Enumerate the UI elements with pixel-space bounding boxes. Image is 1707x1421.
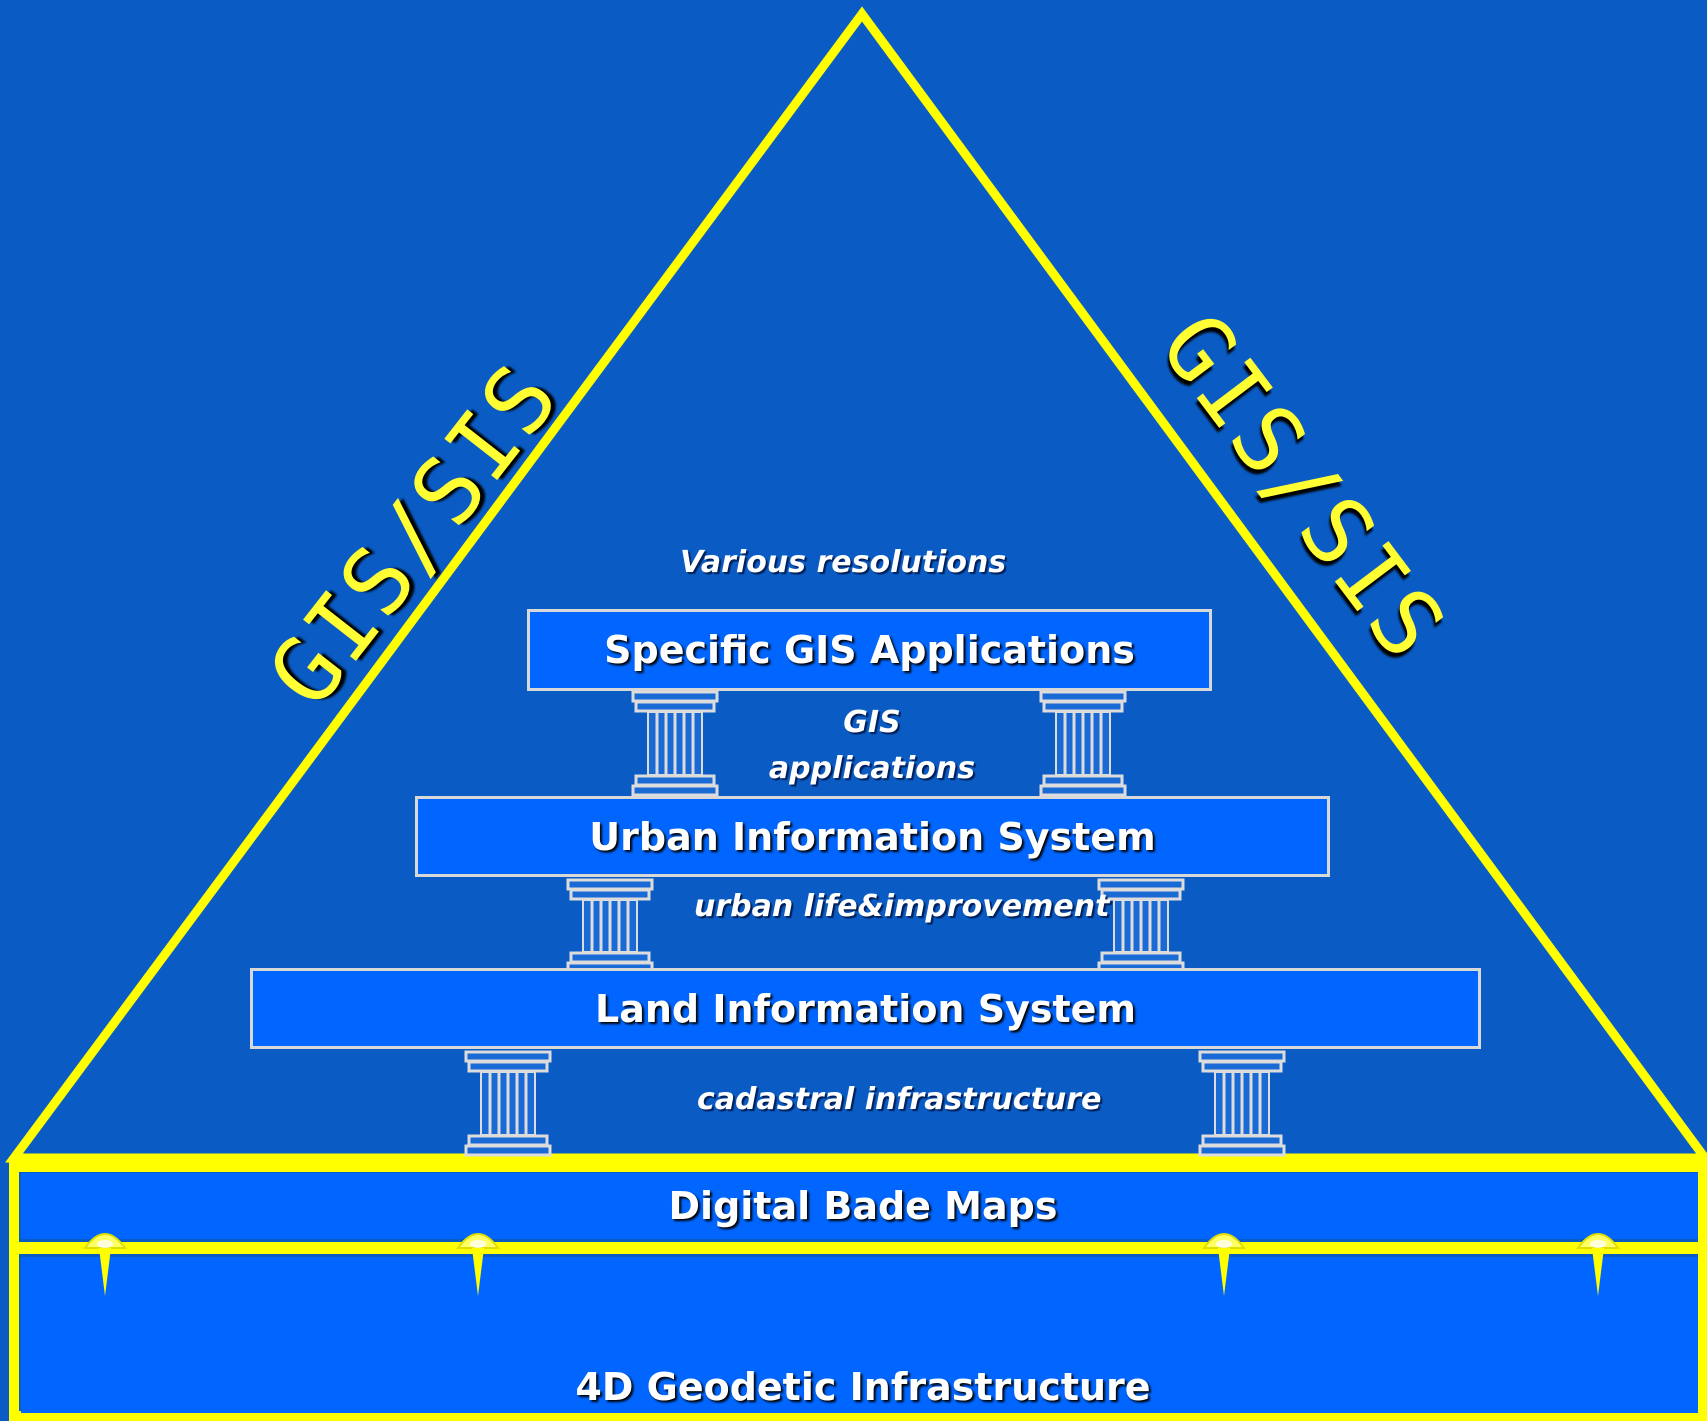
geodetic-infrastructure-label: 4D Geodetic Infrastructure: [575, 1365, 1151, 1409]
digital-base-maps-label: Digital Bade Maps: [668, 1184, 1058, 1228]
gis-applications-note: GIS applications: [760, 700, 984, 792]
pillar-layer: [464, 690, 1286, 1157]
digital-base-maps-layer: Digital Bade Maps: [21, 1173, 1705, 1239]
land-information-system-layer: Land Information System: [250, 968, 1481, 1049]
pillar-icon: [1198, 1050, 1286, 1157]
pyramid-outline: [5, 6, 1707, 1163]
land-information-system-label: Land Information System: [594, 986, 1137, 1031]
specific-gis-applications-layer: Specific GIS Applications: [527, 609, 1212, 691]
urban-information-system-layer: Urban Information System: [415, 796, 1330, 877]
urban-life-note: urban life&improvement: [694, 889, 1110, 924]
pillar-icon: [1097, 878, 1185, 974]
pillar-icon: [631, 690, 719, 797]
specific-gis-applications-label: Specific GIS Applications: [604, 628, 1135, 672]
urban-information-system-label: Urban Information System: [589, 814, 1156, 859]
various-resolutions-note: Various resolutions: [680, 545, 1007, 580]
gis-applications-note-line2: applications: [768, 751, 976, 786]
geodetic-infrastructure-layer: 4D Geodetic Infrastructure: [21, 1257, 1705, 1417]
pillar-icon: [1039, 690, 1127, 797]
cadastral-infrastructure-note: cadastral infrastructure: [697, 1082, 1102, 1117]
pillar-icon: [566, 878, 654, 974]
gis-applications-note-line1: GIS: [843, 705, 901, 740]
pillar-icon: [464, 1050, 552, 1157]
